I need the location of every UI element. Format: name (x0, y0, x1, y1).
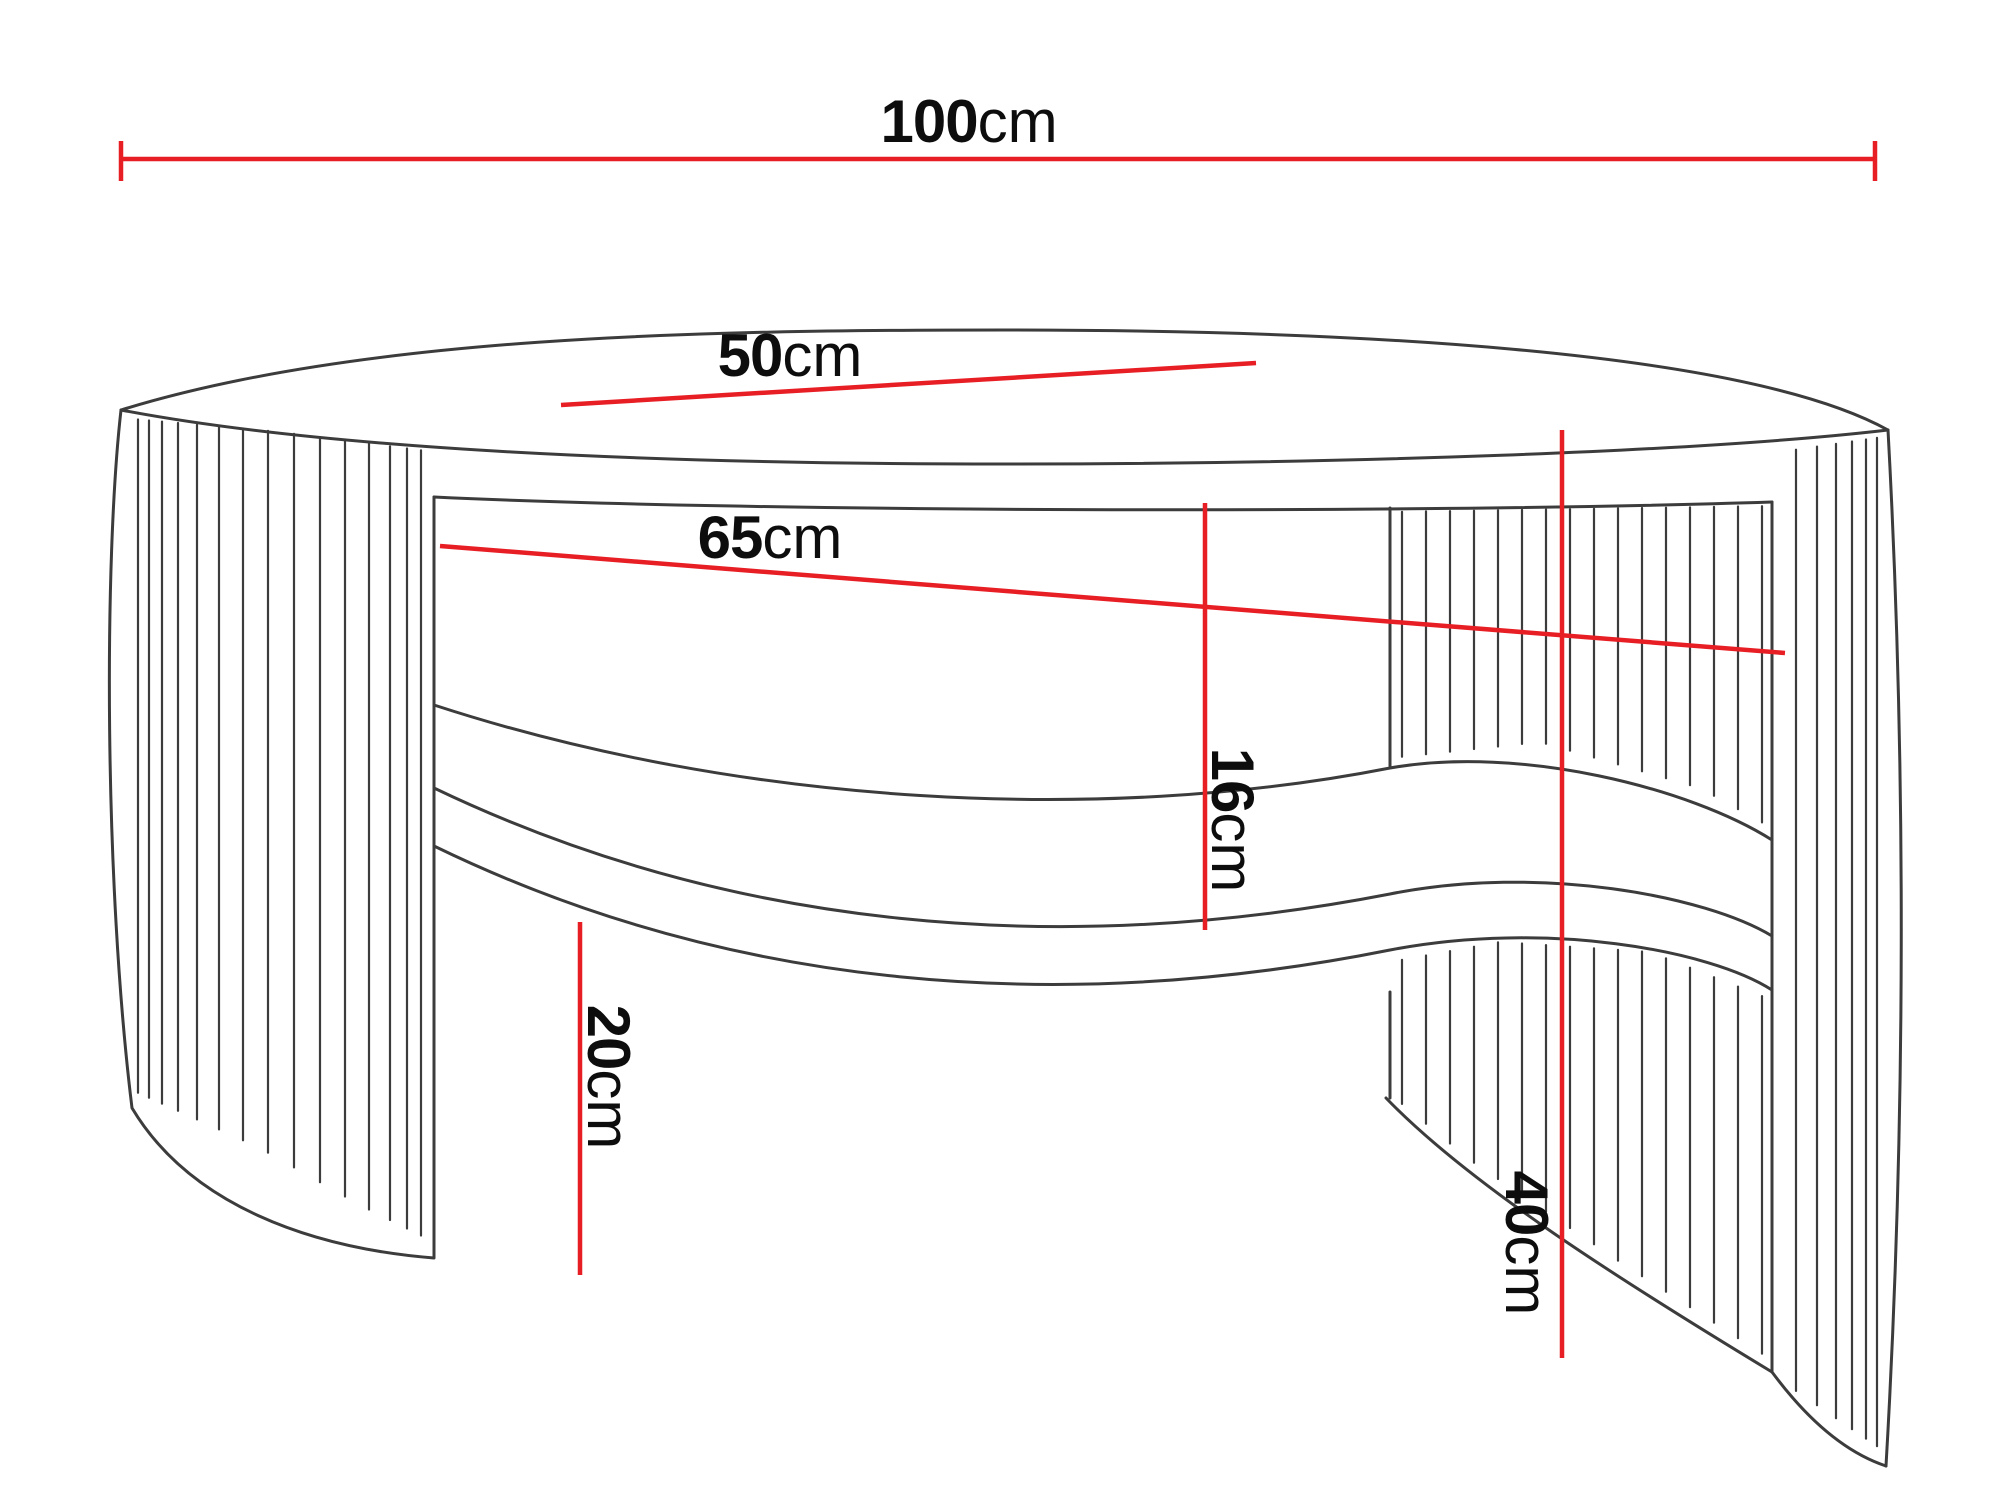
shelf-bottom-edge (432, 844, 1774, 992)
dimension-top-depth: 50cm (560, 322, 1257, 408)
right-band-slats (1794, 436, 1879, 1448)
dimension-annotations: 100cm 50cm 65cm 16cm 20cm 40cm (118, 88, 1878, 1358)
tabletop-front-rim (119, 408, 1890, 466)
shelf-front-rim (432, 786, 1774, 938)
table-drawing (107, 328, 1903, 1468)
dimension-line-top-depth (560, 360, 1257, 408)
dimension-label-shelf-width: 65cm (698, 504, 843, 571)
left-panel-slats (136, 418, 423, 1237)
tabletop-back-edge (119, 328, 1890, 432)
right-band-silhouette (1884, 428, 1903, 1468)
dimension-total-width: 100cm (118, 88, 1878, 181)
right-panel-inner-bottom-curve (1384, 1096, 1774, 1374)
right-panel-lower-slats (1400, 941, 1764, 1355)
dimension-label-total-height: 40cm (1493, 1171, 1560, 1316)
dimension-label-top-depth: 50cm (718, 322, 863, 389)
left-panel-outline (107, 408, 436, 1260)
right-panel-upper-slats (1400, 505, 1764, 824)
dimension-label-shelf-clearance: 16cm (1199, 748, 1266, 893)
dimension-shelf-width: 65cm (439, 504, 1786, 656)
shelf-back-edge (432, 703, 1774, 842)
dimension-total-height: 40cm (1493, 430, 1565, 1358)
dimension-shelf-height: 20cm (575, 922, 642, 1275)
tabletop-bottom-edge (432, 495, 1774, 512)
dimension-shelf-clearance: 16cm (1199, 503, 1266, 930)
right-band-bottom-edge (1770, 1370, 1888, 1468)
dimension-label-total-width: 100cm (880, 88, 1057, 155)
dimension-label-shelf-height: 20cm (575, 1005, 642, 1150)
dimension-line-shelf-width (439, 543, 1786, 656)
